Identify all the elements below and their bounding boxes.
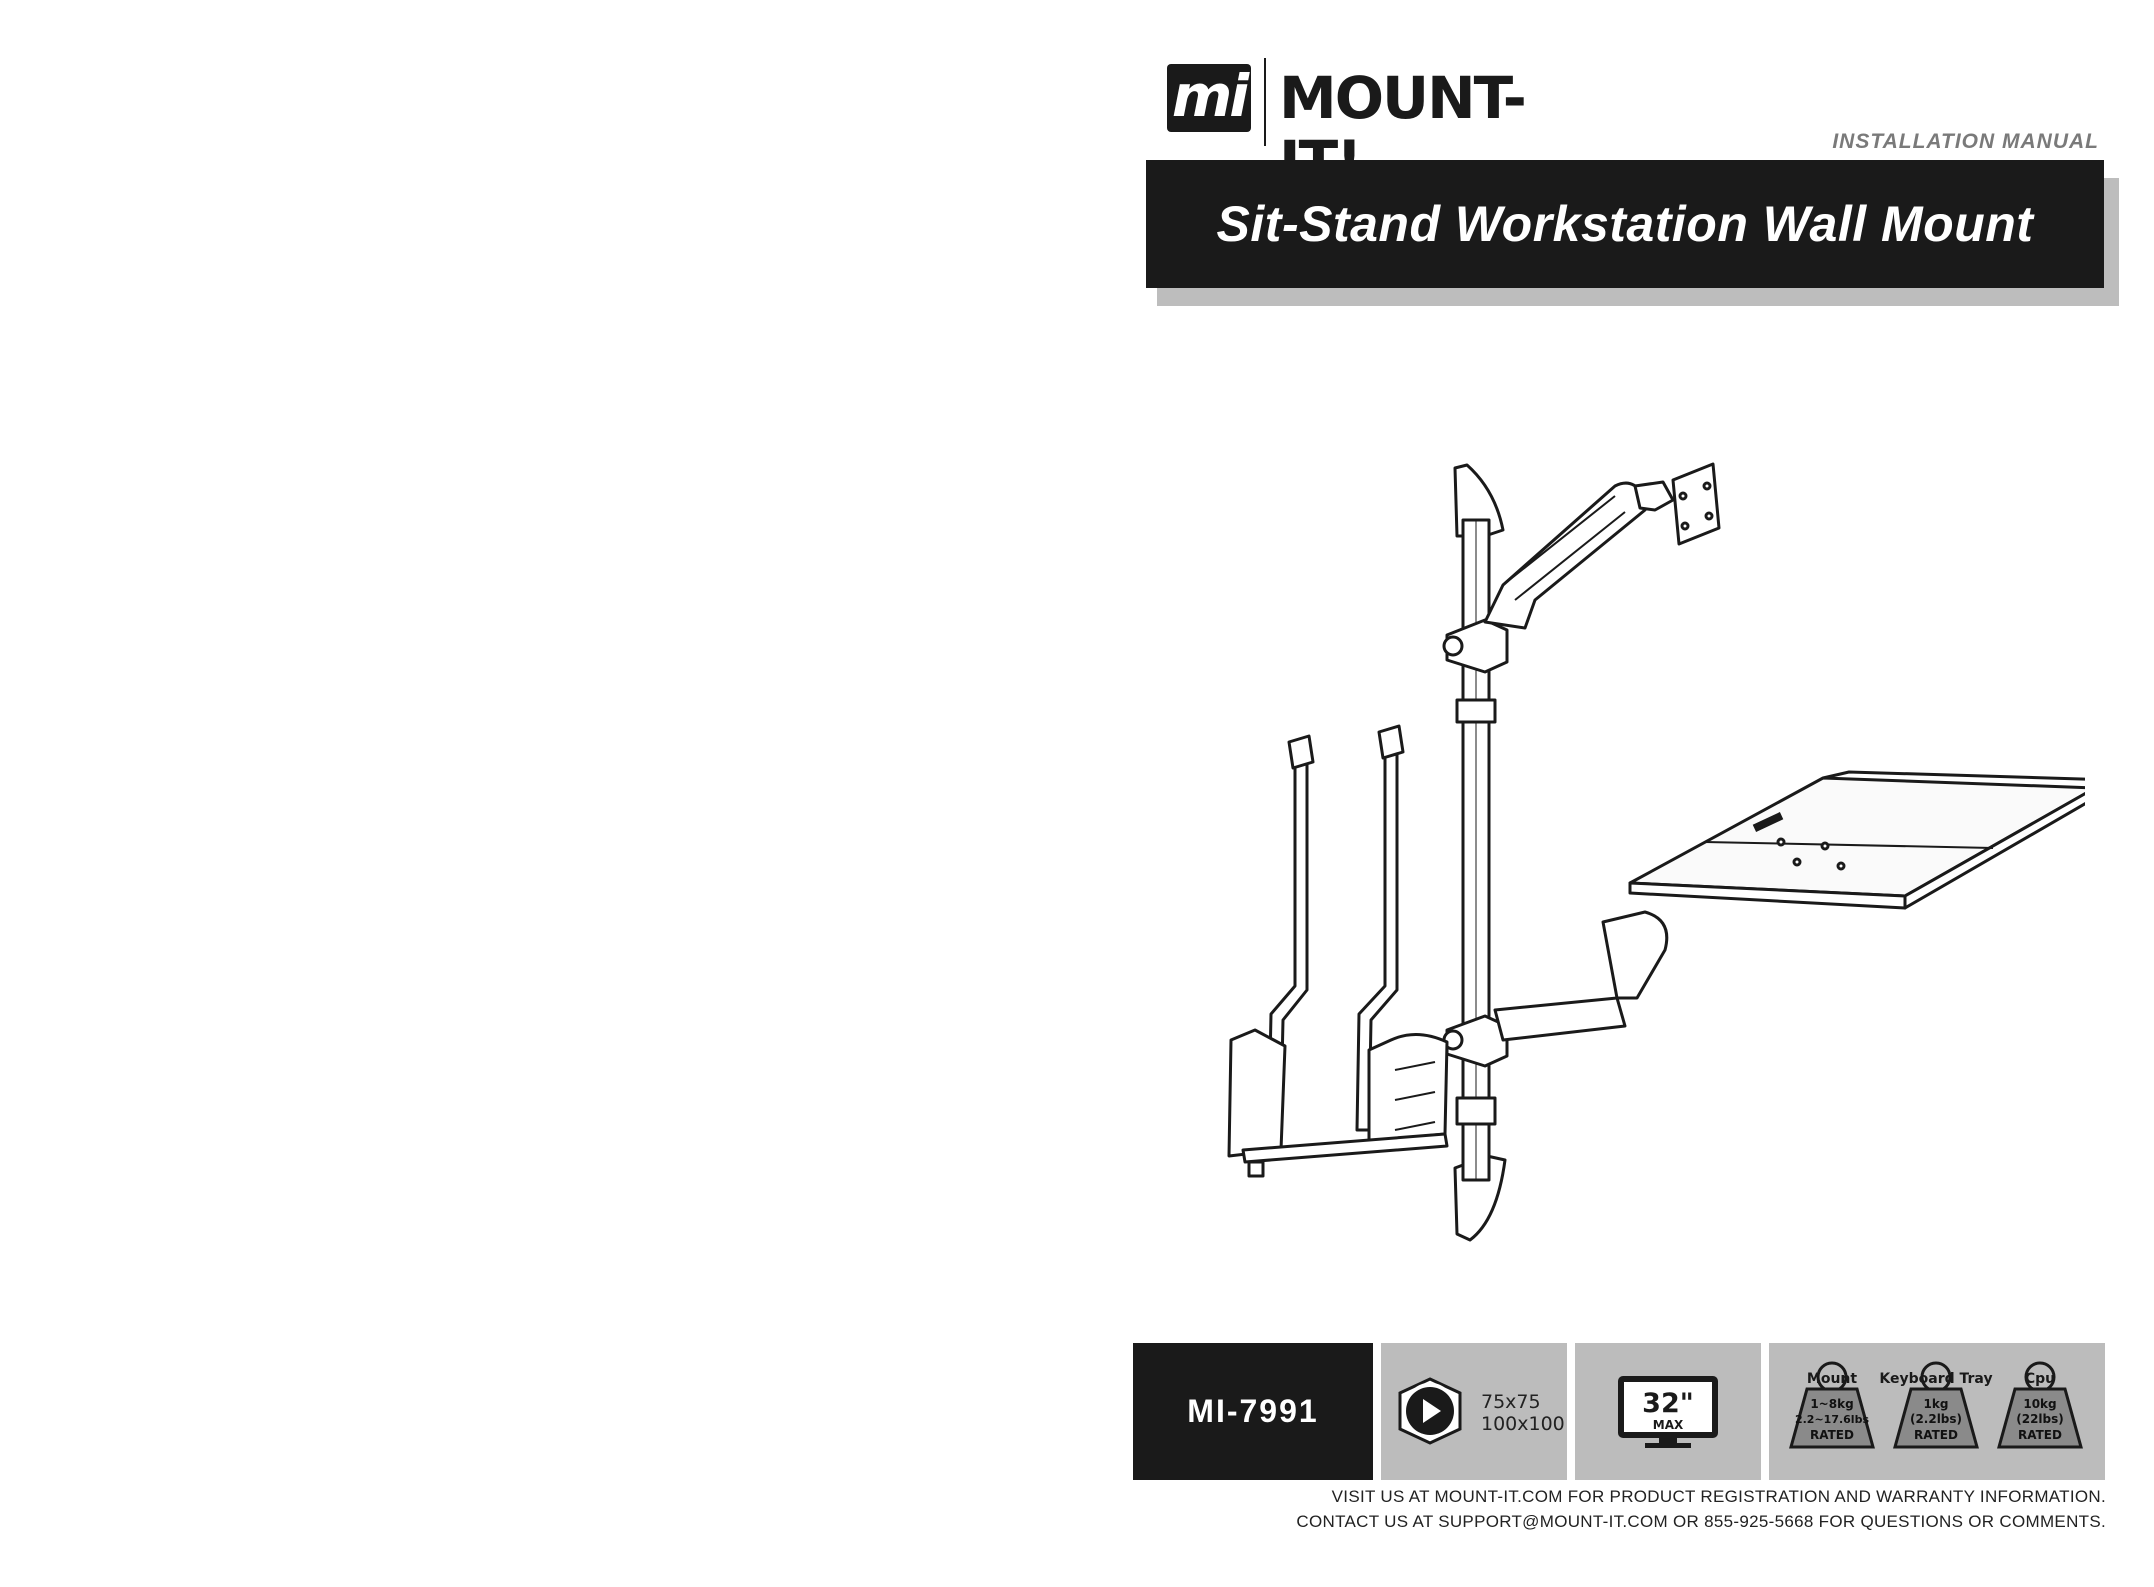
cpu-rating-rated: RATED — [2018, 1428, 2062, 1442]
model-number: MI-7991 — [1187, 1393, 1319, 1429]
logo-mark: mi — [1167, 64, 1251, 132]
vesa-icon — [1398, 1377, 1462, 1445]
cpu-holder-top-clip — [1287, 734, 1315, 770]
cpu-holder-base — [1227, 1028, 1287, 1158]
cpu-weight-icon: Cpu 10kg (22lbs) RATED — [1997, 1361, 2083, 1449]
screen-max-label: MAX — [1653, 1418, 1684, 1432]
mount-rating-lbs: 2.2~17.6lbs — [1795, 1413, 1869, 1426]
keyboard-tray-rating-label: Keyboard Tray — [1879, 1371, 1992, 1387]
cpu-holder-cradle — [1280, 1033, 1449, 1152]
cpu-holder-top-clip — [1377, 724, 1405, 760]
logo-divider — [1264, 58, 1266, 146]
page-title: Sit-Stand Workstation Wall Mount — [1216, 196, 2034, 252]
model-box: MI-7991 — [1133, 1343, 1373, 1480]
mount-weight-icon: Mount 1~8kg 2.2~17.6lbs RATED — [1789, 1361, 1875, 1449]
weight-ratings-box: Mount 1~8kg 2.2~17.6lbs RATED Keyboard T… — [1769, 1343, 2105, 1480]
screen-size: 32" — [1642, 1388, 1694, 1419]
product-illustration — [1227, 462, 2085, 1242]
pole-clamp — [1455, 1096, 1497, 1126]
footer-registration-line: VISIT US AT MOUNT-IT.COM FOR PRODUCT REG… — [1331, 1487, 2106, 1506]
vesa-spec-box: 75x75 100x100 — [1381, 1343, 1567, 1480]
keyboard-tray-rating-lbs: (2.2lbs) — [1910, 1412, 1962, 1426]
vesa-size-2: 100x100 — [1481, 1413, 1565, 1435]
cpu-rating-label: Cpu — [2025, 1371, 2055, 1387]
keyboard-tray-rating-kg: 1kg — [1924, 1397, 1949, 1411]
manual-subtitle: INSTALLATION MANUAL — [1832, 130, 2099, 153]
monitor-icon: 32" MAX — [1618, 1376, 1718, 1448]
mount-rating-kg: 1~8kg — [1810, 1397, 1853, 1411]
mount-rating-rated: RATED — [1810, 1428, 1854, 1442]
screen-size-box: 32" MAX — [1575, 1343, 1761, 1480]
brand-logo: mi MOUNT-IT! — [1167, 58, 1587, 194]
monitor-arm — [1483, 481, 1647, 630]
pole-clamp — [1455, 698, 1497, 724]
keyboard-tray-rating-rated: RATED — [1914, 1428, 1958, 1442]
footer-contact-line: CONTACT US AT SUPPORT@MOUNT-IT.COM OR 85… — [1296, 1512, 2106, 1531]
cpu-rating-kg: 10kg — [2023, 1397, 2056, 1411]
cpu-rating-lbs: (22lbs) — [2016, 1412, 2064, 1426]
keyboard-tray-weight-icon: Keyboard Tray 1kg (2.2lbs) RATED — [1879, 1361, 1993, 1449]
title-banner: Sit-Stand Workstation Wall Mount — [1146, 160, 2104, 288]
keyboard-arm-riser — [1601, 910, 1669, 1000]
spec-row: MI-7991 75x75 100x100 32" MAX Mount — [1133, 1343, 2105, 1480]
vesa-sizes: 75x75 100x100 — [1481, 1391, 1565, 1435]
vesa-plate — [1671, 462, 1721, 546]
monitor-arm-joint — [1633, 480, 1675, 512]
vesa-size-1: 75x75 — [1481, 1391, 1541, 1413]
keyboard-arm — [1493, 996, 1627, 1042]
mount-rating-label: Mount — [1807, 1371, 1857, 1387]
top-wall-bracket — [1453, 463, 1505, 538]
